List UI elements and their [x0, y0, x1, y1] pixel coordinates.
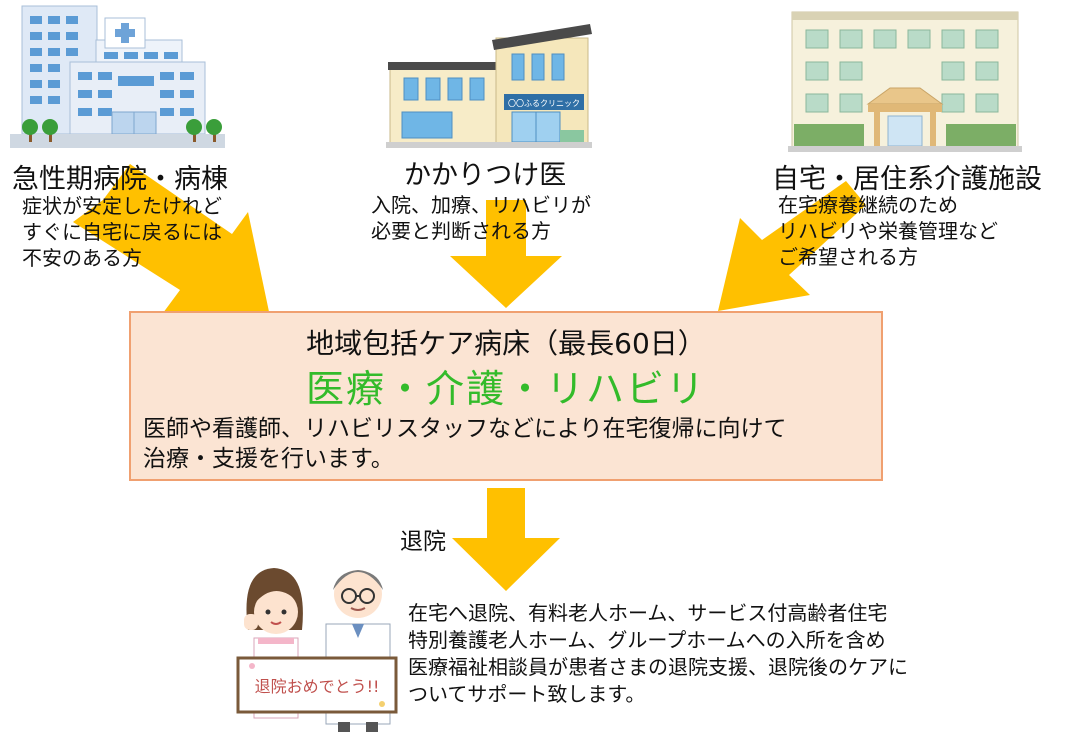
arrow-to-discharge — [452, 488, 560, 591]
description-line: 在宅へ退院、有料老人ホーム、サービス付高齢者住宅 — [408, 601, 888, 625]
description-line: リハビリや栄養管理など — [778, 219, 998, 243]
main-title: 地域包括ケア病床（最長60日） — [306, 327, 706, 360]
description-line: 治療・支援を行います。 — [143, 446, 394, 472]
source-home-description: 在宅療養継続のため リハビリや栄養管理など ご希望される方 — [778, 192, 998, 270]
clinic-sign: 〇〇ふるクリニック — [508, 99, 580, 108]
main-description: 医師や看護師、リハビリスタッフなどにより在宅復帰に向けて 治療・支援を行います。 — [143, 414, 787, 474]
care-facility-illustration — [788, 11, 1022, 152]
description-line: 必要と判断される方 — [371, 219, 551, 243]
discharge-sign: 退院おめでとう!! — [255, 677, 380, 696]
hospital-illustration — [10, 5, 225, 148]
description-line: ついてサポート致します。 — [408, 682, 646, 706]
source-hospital-description: 症状が安定したけれど すぐに自宅に戻るには 不安のある方 — [22, 193, 222, 271]
source-clinic-title: かかりつけ医 — [404, 160, 567, 191]
source-home-title: 自宅・居住系介護施設 — [772, 164, 1042, 195]
community-care-ward-box: 地域包括ケア病床（最長60日） 医療・介護・リハビリ 医師や看護師、リハビリスタ… — [129, 311, 883, 481]
discharge-label: 退院 — [400, 529, 446, 555]
main-subtitle: 医療・介護・リハビリ — [305, 367, 706, 411]
description-line: 在宅療養継続のため — [778, 193, 958, 217]
arrow-from-home — [718, 181, 866, 311]
arrow-from-hospital — [73, 164, 272, 326]
source-hospital-title: 急性期病院・病棟 — [12, 164, 228, 195]
description-line: 症状が安定したけれど — [22, 194, 222, 218]
discharge-description: 在宅へ退院、有料老人ホーム、サービス付高齢者住宅 特別養護老人ホーム、グループホ… — [408, 600, 908, 708]
description-line: 医師や看護師、リハビリスタッフなどにより在宅復帰に向けて — [143, 416, 787, 442]
arrow-from-clinic — [450, 200, 562, 308]
clinic-illustration: 〇〇ふるクリニック — [386, 24, 592, 148]
description-line: 不安のある方 — [22, 246, 142, 270]
description-line: 特別養護老人ホーム、グループホームへの入所を含め — [408, 628, 886, 652]
description-line: 入院、加療、リハビリが — [371, 193, 591, 217]
source-clinic-description: 入院、加療、リハビリが 必要と判断される方 — [371, 192, 591, 244]
description-line: 医療福祉相談員が患者さまの退院支援、退院後のケアに — [408, 655, 908, 679]
staff-illustration: 退院おめでとう!! — [236, 568, 398, 732]
description-line: すぐに自宅に戻るには — [22, 220, 222, 244]
description-line: ご希望される方 — [778, 245, 918, 269]
